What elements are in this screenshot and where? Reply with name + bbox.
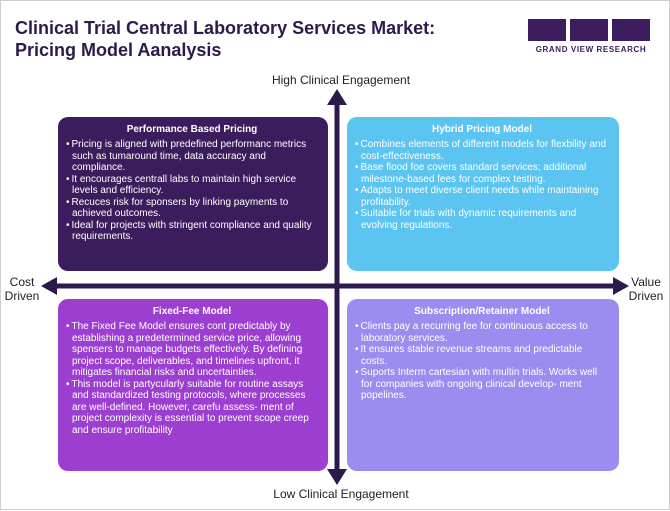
quadrant-heading: Fixed-Fee Model: [152, 306, 232, 317]
bullet-item: Recuces risk for sponsers by linking pay…: [66, 197, 318, 220]
axis-label-right: Value Driven: [628, 275, 664, 303]
quadrant-performance-based-pricing: Performance Based Pricing Pricing is ali…: [58, 117, 328, 271]
bullet-item: Base flood foe covers standard services;…: [355, 162, 609, 185]
bullet-item: The Fixed Fee Model ensures cont predict…: [66, 321, 318, 379]
bullet-item: It ensures stable revenue streams and pr…: [355, 344, 609, 367]
axis-arrow-up: [327, 89, 347, 105]
bullet-item: It encourages centrall labs to maintain …: [66, 174, 318, 197]
logo-block-v: [570, 19, 608, 41]
axis-label-bottom: Low Clinical Engagement: [273, 487, 409, 501]
logo-block-g: [528, 19, 566, 41]
axis-label-left: Cost Driven: [4, 275, 40, 303]
bullet-item: Clients pay a recurring fee for continuo…: [355, 321, 609, 344]
quadrant-subscription-retainer-model: Subscription/Retainer Model Clients pay …: [347, 299, 619, 471]
bullet-item: Ideal for projects with stringent compli…: [66, 220, 318, 243]
axis-label-top: High Clinical Engagement: [271, 73, 411, 87]
axis-arrow-left: [41, 277, 57, 295]
bullet-item: This model is partycularly suitable for …: [66, 379, 318, 437]
bullet-item: Adapts to meet diverse client needs whil…: [355, 185, 609, 208]
logo-text: GRAND VIEW RESEARCH: [535, 45, 647, 54]
quadrant-heading: Subscription/Retainer Model: [414, 306, 550, 317]
page-title: Clinical Trial Central Laboratory Servic…: [15, 18, 436, 60]
quadrant-hybrid-pricing-model: Hybrid Pricing Model Combines elements o…: [347, 117, 619, 271]
bullet-list: The Fixed Fee Model ensures cont predict…: [66, 321, 318, 436]
bullet-list: Pricing is aligned with predefined perfo…: [66, 139, 318, 243]
quadrant-heading: Hybrid Pricing Model: [431, 124, 532, 135]
brand-logo: GRAND VIEW RESEARCH: [528, 19, 654, 59]
logo-block-r: [612, 19, 650, 41]
logo-mark: [528, 19, 654, 41]
quadrant-heading: Performance Based Pricing: [126, 124, 258, 135]
bullet-item: Pricing is aligned with predefined perfo…: [66, 139, 318, 174]
bullet-list: Clients pay a recurring fee for continuo…: [355, 321, 609, 402]
bullet-item: Suitable for trials with dynamic require…: [355, 208, 609, 231]
bullet-item: Combines elements of different models fo…: [355, 139, 609, 162]
quadrant-fixed-fee-model: Fixed-Fee Model The Fixed Fee Model ensu…: [58, 299, 328, 471]
bullet-list: Combines elements of different models fo…: [355, 139, 609, 231]
bullet-item: Suports Interm cartesian with multin tri…: [355, 367, 609, 402]
axis-arrow-down: [327, 469, 347, 485]
axis-arrow-right: [613, 277, 629, 295]
